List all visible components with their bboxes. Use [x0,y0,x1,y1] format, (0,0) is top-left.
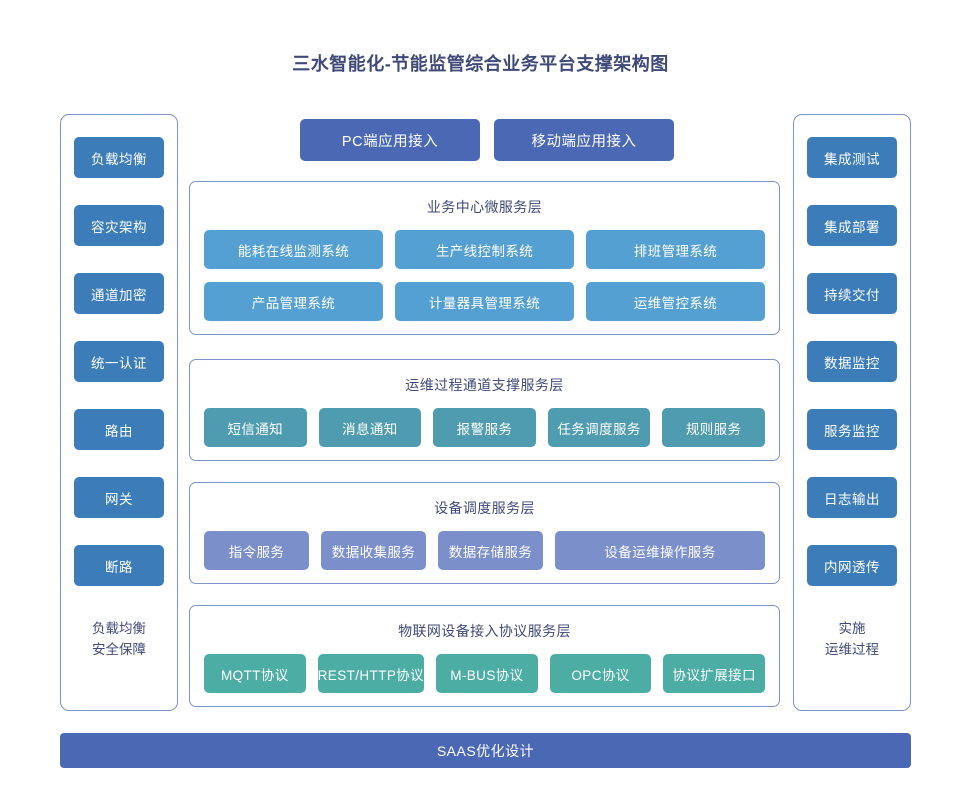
left-panel-footer: 负载均衡 安全保障 [92,619,146,661]
layer-row: MQTT协议 REST/HTTP协议 M-BUS协议 OPC协议 协议扩展接口 [204,654,766,693]
sidebar-item-circuit-breaker[interactable]: 断路 [74,545,164,586]
protocol-opc[interactable]: OPC协议 [549,654,652,693]
service-device-ops-operation[interactable]: 设备运维操作服务 [555,531,765,570]
sidebar-item-data-monitoring[interactable]: 数据监控 [807,341,897,382]
layer-title: 设备调度服务层 [434,500,535,516]
protocol-rest-http[interactable]: REST/HTTP协议 [317,654,425,693]
left-panel-footer-line1: 负载均衡 [92,621,146,636]
sidebar-item-unified-auth[interactable]: 统一认证 [74,341,164,382]
protocol-mqtt[interactable]: MQTT协议 [204,654,306,693]
sidebar-item-load-balance[interactable]: 负载均衡 [74,137,164,178]
service-production-line-control[interactable]: 生产线控制系统 [395,230,574,269]
sidebar-item-log-output[interactable]: 日志输出 [807,477,897,518]
right-panel-footer-line1: 实施 [838,621,866,636]
page-title: 三水智能化-节能监管综合业务平台支撑架构图 [292,54,669,74]
layer-iot-protocol-access: 物联网设备接入协议服务层 MQTT协议 REST/HTTP协议 M-BUS协议 … [189,605,780,707]
sidebar-item-channel-encryption[interactable]: 通道加密 [74,273,164,314]
layer-title: 业务中心微服务层 [426,199,543,215]
service-data-collection[interactable]: 数据收集服务 [321,531,426,570]
sidebar-item-dr-architecture[interactable]: 容灾架构 [74,205,164,246]
layer-business-microservices: 业务中心微服务层 能耗在线监测系统 生产线控制系统 排班管理系统 产品管理系统 … [189,181,780,335]
sidebar-item-gateway[interactable]: 网关 [74,477,164,518]
sidebar-item-routing[interactable]: 路由 [74,409,164,450]
service-rules[interactable]: 规则服务 [662,408,765,447]
sidebar-item-continuous-delivery[interactable]: 持续交付 [807,273,897,314]
layer-title: 运维过程通道支撑服务层 [405,377,564,393]
service-metering-device-management[interactable]: 计量器具管理系统 [395,282,574,321]
layer-row: 产品管理系统 计量器具管理系统 运维管控系统 [204,282,765,321]
layer-ops-channel-support: 运维过程通道支撑服务层 短信通知 消息通知 报警服务 任务调度服务 规则服务 [189,359,780,461]
protocol-mbus[interactable]: M-BUS协议 [436,654,538,693]
mobile-access-button[interactable]: 移动端应用接入 [494,119,674,161]
right-panel-footer: 实施 运维过程 [825,619,879,661]
service-energy-monitoring[interactable]: 能耗在线监测系统 [204,230,383,269]
service-message-notification[interactable]: 消息通知 [318,408,422,447]
layer-device-scheduling: 设备调度服务层 指令服务 数据收集服务 数据存储服务 设备运维操作服务 [189,482,780,584]
layer-title: 物联网设备接入协议服务层 [398,623,571,639]
sidebar-item-service-monitoring[interactable]: 服务监控 [807,409,897,450]
service-ops-control[interactable]: 运维管控系统 [586,282,765,321]
sidebar-item-intranet-tunnel[interactable]: 内网透传 [807,545,897,586]
layer-row: 能耗在线监测系统 生产线控制系统 排班管理系统 [204,230,765,269]
right-panel-footer-line2: 运维过程 [825,641,879,657]
service-data-storage[interactable]: 数据存储服务 [438,531,543,570]
layer-row: 指令服务 数据收集服务 数据存储服务 设备运维操作服务 [204,531,765,570]
service-task-scheduling[interactable]: 任务调度服务 [547,408,651,447]
service-command[interactable]: 指令服务 [204,531,309,570]
service-shift-management[interactable]: 排班管理系统 [586,230,765,269]
protocol-extension-interface[interactable]: 协议扩展接口 [663,654,766,693]
layer-row: 短信通知 消息通知 报警服务 任务调度服务 规则服务 [204,408,765,447]
application-access-row: PC端应用接入 移动端应用接入 [300,119,674,161]
saas-optimization-bar: SAAS优化设计 [60,733,911,768]
sidebar-item-integration-test[interactable]: 集成测试 [807,137,897,178]
service-product-management[interactable]: 产品管理系统 [204,282,383,321]
right-support-panel: 集成测试 集成部署 持续交付 数据监控 服务监控 日志输出 内网透传 实施 运维… [793,114,911,711]
left-support-panel: 负载均衡 容灾架构 通道加密 统一认证 路由 网关 断路 负载均衡 安全保障 [60,114,178,711]
pc-access-button[interactable]: PC端应用接入 [300,119,480,161]
service-sms-notification[interactable]: 短信通知 [204,408,307,447]
service-alarm[interactable]: 报警服务 [433,408,536,447]
left-panel-footer-line2: 安全保障 [92,641,146,657]
sidebar-item-integration-deploy[interactable]: 集成部署 [807,205,897,246]
